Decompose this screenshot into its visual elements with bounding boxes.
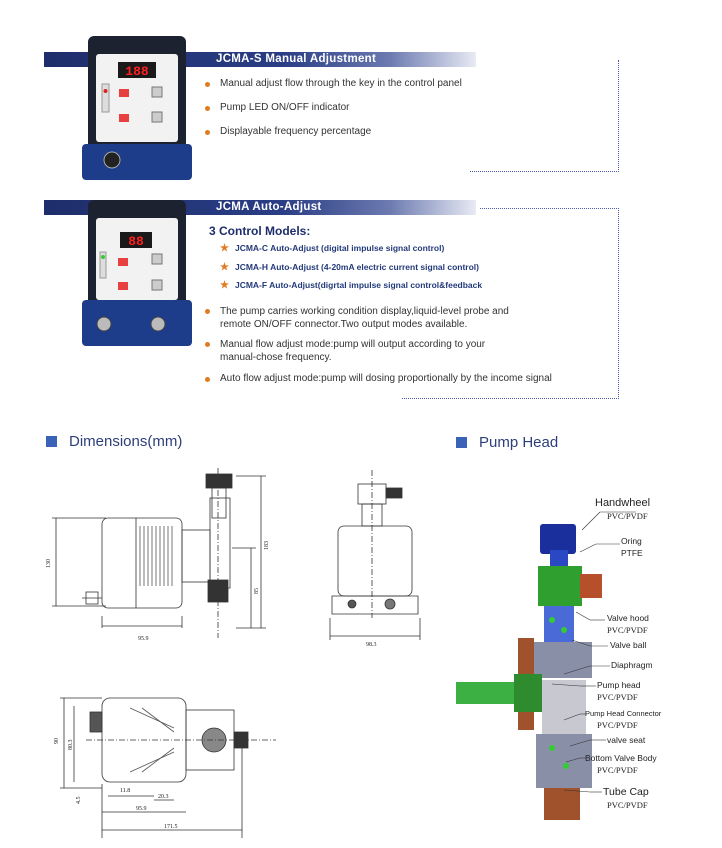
- label-pump-head-connector: Pump Head Connector: [585, 709, 662, 718]
- pump-head-title: Pump Head: [479, 434, 559, 451]
- dim-top-w2: 20.3: [158, 794, 169, 800]
- section2-bullet: Manual flow adjust mode:pump will output…: [204, 338, 486, 364]
- material-bottom-valve-body: PVC/PVDF: [597, 765, 638, 775]
- star-icon: ★: [220, 243, 229, 254]
- bullet-line: manual-chose frequency.: [220, 352, 332, 363]
- front-view-drawing: 98.3: [329, 470, 421, 648]
- section2-title: JCMA Auto-Adjust: [216, 201, 322, 213]
- section2-bullet: Auto flow adjust mode:pump will dosing p…: [205, 373, 552, 384]
- model-item: ★ JCMA-H Auto-Adjust (4-20mA electric cur…: [220, 262, 479, 273]
- pump-head-marker: [456, 437, 467, 448]
- material-tube-cap: PVC/PVDF: [607, 800, 648, 810]
- dim-side-width: 95.9: [138, 636, 149, 642]
- label-oring: Oring: [621, 536, 642, 546]
- material-oring: PTFE: [621, 548, 643, 558]
- dimensions-marker: [46, 436, 57, 447]
- dim-side-height1: 130: [46, 559, 52, 568]
- section1-bullet: Pump LED ON/OFF indicator: [204, 102, 350, 113]
- dim-top-h2: 80.3: [68, 740, 74, 751]
- label-valve-seat: valve seat: [607, 735, 646, 745]
- bullet-line: Manual flow adjust mode:pump will output…: [220, 339, 486, 350]
- dim-side-height2: 183: [264, 541, 270, 550]
- bullet-line: The pump carries working condition displ…: [220, 306, 509, 317]
- side-view-drawing: 130 183 85 95.9: [46, 468, 270, 642]
- material-handwheel: PVC/PVDF: [607, 511, 648, 521]
- models-heading: 3 Control Models:: [209, 224, 311, 238]
- dim-top-w5: 4.5: [76, 797, 82, 805]
- pump-head-leader-lines: [551, 511, 636, 793]
- bullet-line: remote ON/OFF connector.Two output modes…: [220, 319, 468, 330]
- star-icon: ★: [220, 262, 229, 273]
- material-pump-head: PVC/PVDF: [597, 692, 638, 702]
- label-bottom-valve-body: Bottom Valve Body: [585, 753, 657, 763]
- section1-bullet: Displayable frequency percentage: [204, 126, 372, 137]
- dimensions-title: Dimensions(mm): [69, 433, 183, 450]
- dim-top-h1: 90: [54, 738, 60, 744]
- star-icon: ★: [220, 280, 229, 291]
- dim-side-height3: 85: [254, 588, 260, 594]
- model-item: ★ JCMA-C Auto-Adjust (digital impulse sig…: [220, 243, 444, 254]
- controller-image-2: 88: [82, 200, 192, 346]
- pump-head-diagram: [456, 524, 602, 820]
- top-view-drawing: 90 80.3 11.8 20.3 95.9 171.5 4.5: [54, 697, 276, 838]
- dim-top-w3: 95.9: [136, 806, 147, 812]
- label-pump-head: Pump head: [597, 680, 641, 690]
- section1-title: JCMA-S Manual Adjustment: [216, 53, 377, 65]
- label-diaphragm: Diaphragm: [611, 660, 653, 670]
- model-label: JCMA-H Auto-Adjust (4-20mA electric curr…: [234, 262, 479, 272]
- model-item: ★ JCMA-F Auto-Adjust(digrtal impulse sign…: [220, 280, 482, 291]
- label-tube-cap: Tube Cap: [603, 786, 649, 798]
- model-label: JCMA-F Auto-Adjust(digrtal impulse signa…: [234, 280, 483, 290]
- section2-frame: [402, 208, 619, 399]
- dim-top-w4: 171.5: [164, 824, 178, 830]
- label-valve-hood: Valve hood: [607, 613, 649, 623]
- section1-bullet: Manual adjust flow through the key in th…: [205, 78, 462, 89]
- display-readout-2: 88: [128, 234, 144, 249]
- label-valve-ball: Valve ball: [610, 640, 647, 650]
- controller-image-1: 188: [82, 36, 192, 180]
- section1-frame: [470, 60, 619, 172]
- display-readout-1: 188: [125, 64, 149, 79]
- material-pump-head-connector: PVC/PVDF: [597, 720, 638, 730]
- label-handwheel: Handwheel: [595, 497, 651, 509]
- material-valve-hood: PVC/PVDF: [607, 625, 648, 635]
- section2-top-dots: [480, 208, 619, 209]
- section2-bullet: The pump carries working condition displ…: [205, 305, 509, 331]
- dim-top-w1: 11.8: [120, 788, 130, 794]
- dim-front-width: 98.3: [366, 642, 377, 648]
- model-label: JCMA-C Auto-Adjust (digital impulse sign…: [234, 243, 445, 253]
